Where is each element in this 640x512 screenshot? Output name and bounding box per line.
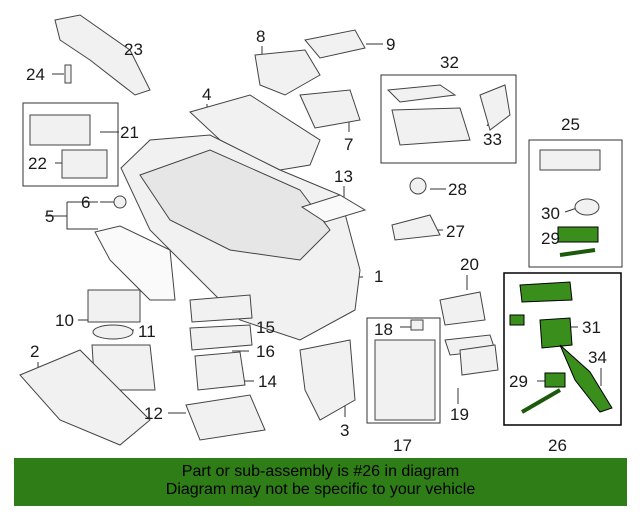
part-sketches xyxy=(19,14,601,446)
callout-29: 29 xyxy=(541,229,560,248)
part-32b xyxy=(391,107,471,146)
tray-12 xyxy=(185,394,266,441)
duct-23 xyxy=(54,14,151,96)
switch-21 xyxy=(29,114,91,146)
callout-29: 29 xyxy=(509,372,528,391)
bracket-2 xyxy=(19,349,151,446)
callout-30: 30 xyxy=(541,204,560,223)
knob-22 xyxy=(61,149,108,179)
callout-6: 6 xyxy=(81,193,90,212)
callout-10: 10 xyxy=(55,311,74,330)
callout-15: 15 xyxy=(256,318,275,337)
ring-30 xyxy=(574,198,600,216)
part-25 xyxy=(539,149,601,171)
group-box-21 xyxy=(22,102,119,187)
bracket-3 xyxy=(299,339,356,421)
callout-2: 2 xyxy=(30,342,39,361)
callout-31: 31 xyxy=(582,318,601,337)
part-34 xyxy=(559,344,613,413)
callout-1: 1 xyxy=(374,267,383,286)
bezel-8 xyxy=(254,49,321,96)
callout-22: 22 xyxy=(28,154,47,173)
callout-18: 18 xyxy=(374,320,393,339)
callout-26: 26 xyxy=(548,436,567,455)
plate-16 xyxy=(189,324,253,351)
group-box-17 xyxy=(366,317,441,424)
trim-panel-4 xyxy=(189,94,321,171)
group-box-32 xyxy=(380,74,517,164)
group-box-26-highlighted xyxy=(503,272,622,426)
callout-12: 12 xyxy=(144,404,163,423)
banner-line-2: Diagram may not be specific to your vehi… xyxy=(165,481,476,498)
banner-line-1: Part or sub-assembly is #26 in diagram xyxy=(181,463,460,480)
part-29-lower xyxy=(544,372,566,388)
callout-8: 8 xyxy=(256,27,265,46)
callout-28: 28 xyxy=(448,180,467,199)
bracket-27 xyxy=(391,214,441,241)
bolt-24 xyxy=(64,64,72,84)
knob-33 xyxy=(479,84,511,131)
callout-14: 14 xyxy=(258,372,277,391)
callout-11: 11 xyxy=(138,322,156,341)
callout-34: 34 xyxy=(588,348,607,367)
vent-panel-17 xyxy=(374,339,436,421)
callout-33: 33 xyxy=(483,130,502,149)
callout-25: 25 xyxy=(561,115,580,134)
tray-7 xyxy=(299,89,361,129)
vent-20 xyxy=(439,291,486,326)
callout-16: 16 xyxy=(256,342,275,361)
callout-17: 17 xyxy=(393,436,412,455)
callout-9: 9 xyxy=(386,35,395,54)
part-26-cover xyxy=(519,281,573,303)
panel-5 xyxy=(94,225,176,301)
callout-23: 23 xyxy=(124,40,143,59)
part-31 xyxy=(539,317,573,349)
notice-banner: Part or sub-assembly is #26 in diagram D… xyxy=(14,458,627,506)
callout-24: 24 xyxy=(26,65,45,84)
switch-19 xyxy=(459,344,499,376)
part-32a xyxy=(386,84,457,103)
callout-13: 13 xyxy=(334,167,353,186)
lid-10 xyxy=(87,289,141,323)
mat-9 xyxy=(304,29,366,59)
switch-14 xyxy=(194,351,246,391)
highlight-parts xyxy=(509,226,613,414)
callout-19: 19 xyxy=(450,405,469,424)
callout-32: 32 xyxy=(440,53,459,72)
clip-6 xyxy=(113,195,127,209)
callout-20: 20 xyxy=(460,255,479,274)
callout-5: 5 xyxy=(45,207,54,226)
callout-21: 21 xyxy=(120,123,139,142)
part-26-clip xyxy=(509,314,525,326)
group-box-25 xyxy=(528,139,623,268)
callout-7: 7 xyxy=(344,135,353,154)
callout-3: 3 xyxy=(340,421,349,440)
bulb-28 xyxy=(409,177,427,195)
part-29-top xyxy=(557,226,599,243)
clip-18 xyxy=(410,319,424,331)
ring-11 xyxy=(92,324,134,340)
plate-15 xyxy=(189,294,253,323)
callout-4: 4 xyxy=(202,85,211,104)
callout-27: 27 xyxy=(446,222,465,241)
pad-13 xyxy=(300,194,367,223)
